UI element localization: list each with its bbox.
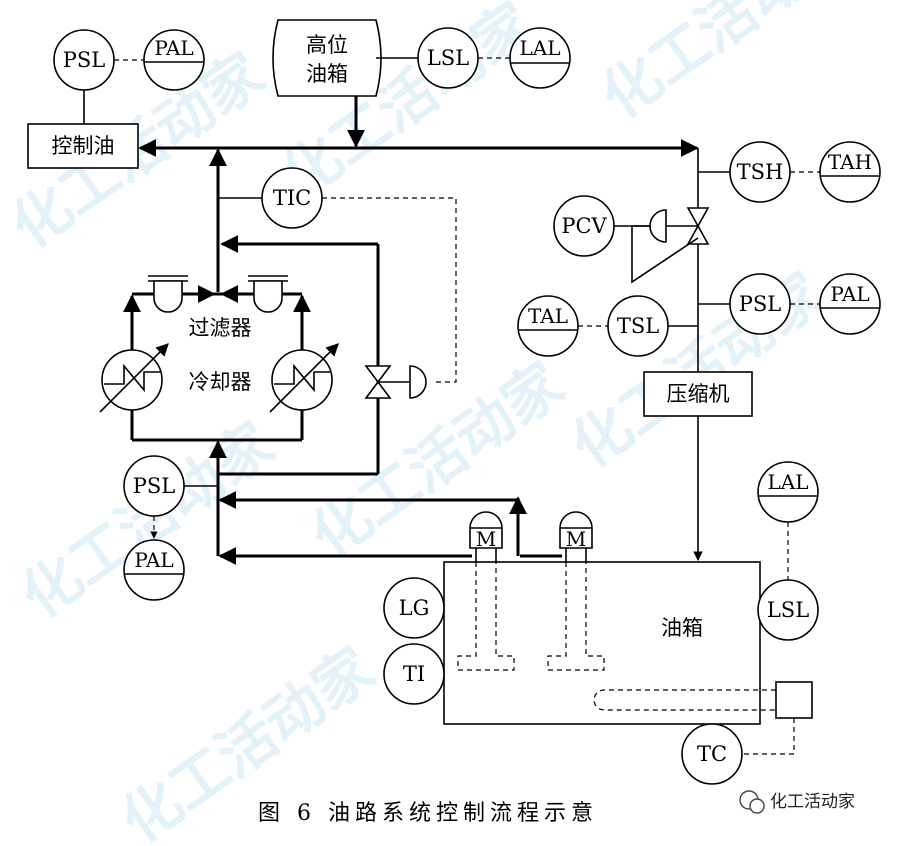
bypass-valve-actuator <box>409 365 427 399</box>
filter-label: 过滤器 <box>189 316 252 340</box>
tc-signal <box>742 718 795 755</box>
lsl-right-label: LSL <box>767 598 809 622</box>
tic-label: TIC <box>273 186 311 210</box>
pcv-label: PCV <box>561 214 607 238</box>
figure-caption: 图 6 油路系统控制流程示意 <box>258 801 598 826</box>
bypass-valve-upper <box>364 365 392 384</box>
pump-motor-1: M <box>469 511 503 562</box>
cooler-left <box>99 343 169 413</box>
filter-element-left <box>148 275 188 313</box>
pcv-valve-lower <box>686 224 710 245</box>
tah-bubble <box>819 141 881 203</box>
compressor-label: 压缩机 <box>667 382 730 406</box>
pump-motor-2-label: M <box>566 527 586 551</box>
pump-motor-1-label: M <box>476 527 496 551</box>
lsl-top-label: LSL <box>427 46 469 70</box>
watermark-text: 化工活动家 <box>589 0 866 131</box>
brand-mark: 化工活动家 <box>739 790 855 814</box>
control-oil-box <box>27 123 139 169</box>
psl-right-label: PSL <box>739 292 782 316</box>
bypass-valve-lower <box>364 380 392 399</box>
high-tank <box>272 19 382 97</box>
lal-top-label: LAL <box>519 36 560 60</box>
tank-heater-coil <box>593 689 776 711</box>
tc-label: TC <box>697 742 727 766</box>
lal-top-bubble <box>509 27 571 89</box>
pal-right-bubble <box>819 273 881 335</box>
control-oil-label: 控制油 <box>52 134 115 158</box>
tic-signal-line <box>322 197 457 383</box>
ti-bubble <box>383 643 445 705</box>
psl-left-label: PSL <box>133 474 176 498</box>
tsh-label: TSH <box>737 160 784 184</box>
high-tank-label-1: 高位 <box>306 33 348 57</box>
pump-1-suction <box>457 562 515 671</box>
pal-top-label: PAL <box>154 36 193 60</box>
tah-label: TAH <box>828 150 872 174</box>
high-tank-label-2: 油箱 <box>306 62 348 86</box>
filter-element-right <box>248 275 288 313</box>
tal-bubble <box>517 295 579 357</box>
psl-top-label: PSL <box>63 48 106 72</box>
pump-motor-2: M <box>559 511 593 562</box>
pcv-actuator <box>649 209 667 243</box>
tsl-label: TSL <box>617 314 659 338</box>
heater-box <box>775 681 813 719</box>
lal-right-label: LAL <box>767 470 808 494</box>
tc-bubble <box>681 723 743 785</box>
cooler-label: 冷却器 <box>189 370 252 394</box>
pal-left-bubble <box>123 539 185 601</box>
tal-label: TAL <box>528 304 568 328</box>
compressor-box <box>643 371 753 417</box>
lsl-right-bubble <box>757 579 819 641</box>
lg-label: LG <box>399 596 430 620</box>
cooler-right <box>269 343 339 413</box>
oil-tank <box>443 561 761 725</box>
pump-2-suction <box>547 562 605 671</box>
lg-bubble <box>383 577 445 639</box>
pcv-valve-upper <box>686 207 710 228</box>
pal-right-label: PAL <box>830 282 869 306</box>
ti-label: TI <box>403 662 425 686</box>
brand-text: 化工活动家 <box>770 792 855 812</box>
pal-top-bubble <box>143 29 205 91</box>
oil-tank-label: 油箱 <box>661 616 703 640</box>
pal-left-label: PAL <box>134 548 173 572</box>
watermark-text: 化工活动家 <box>299 349 576 571</box>
